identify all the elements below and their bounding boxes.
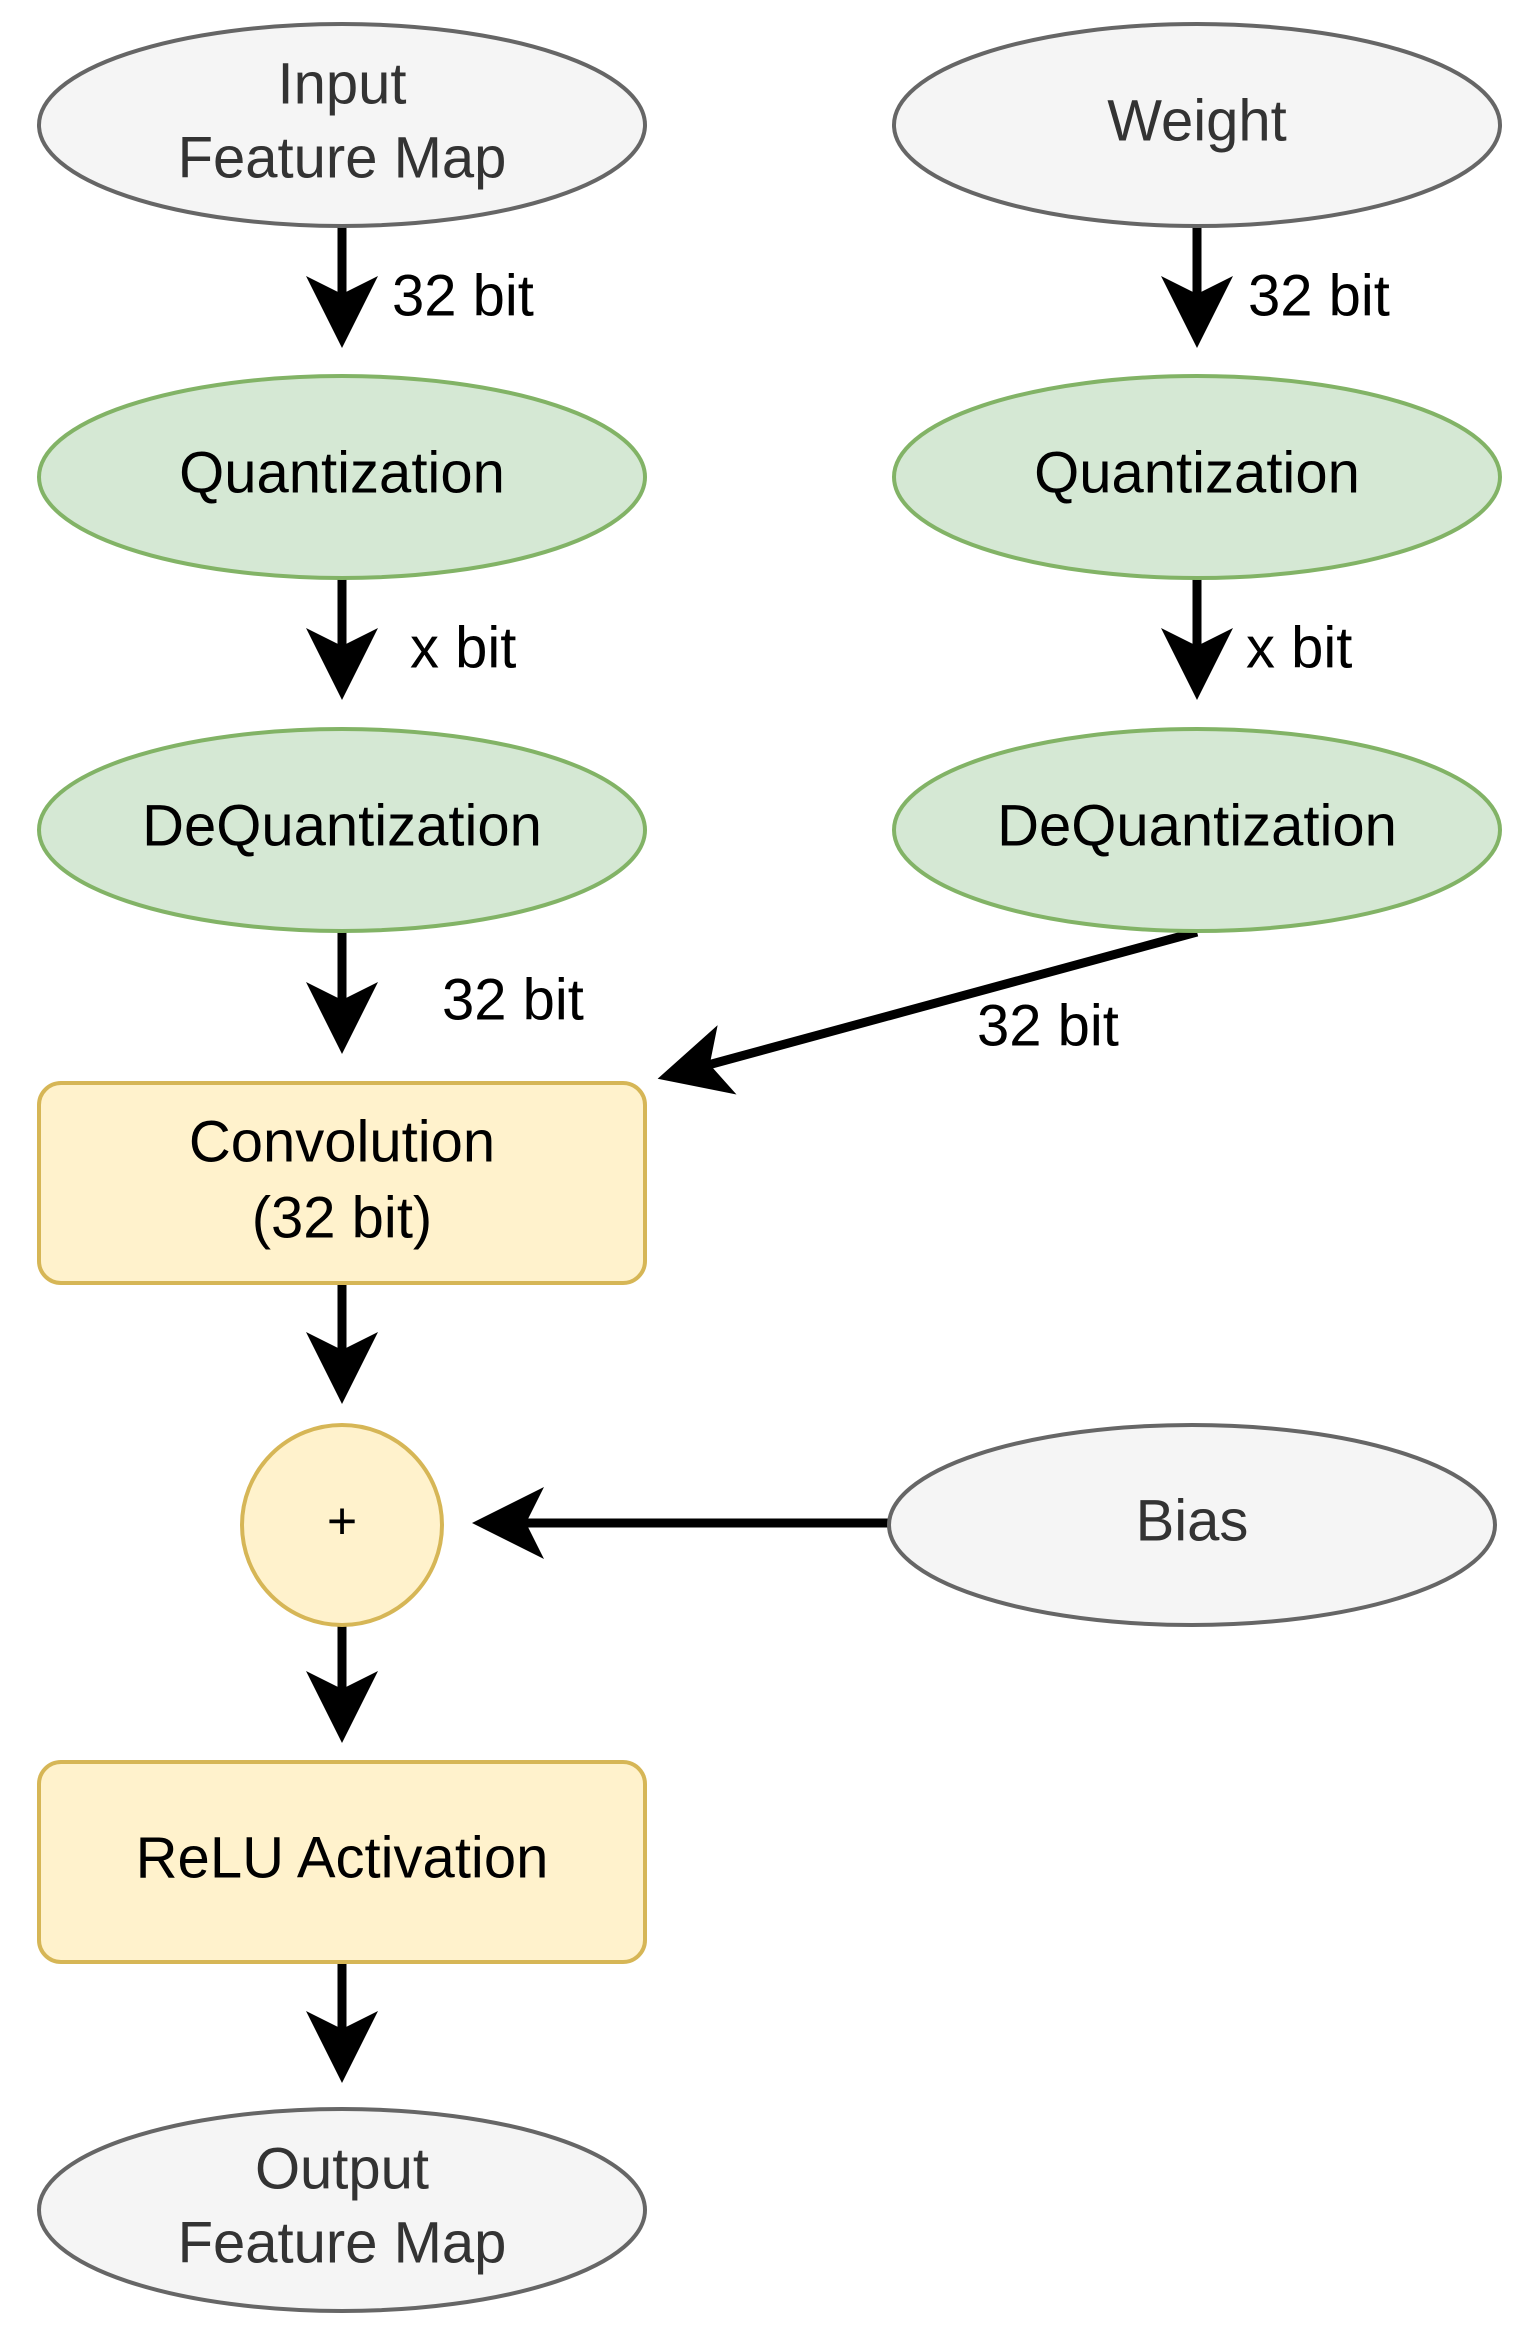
node-bias: Bias xyxy=(887,1423,1497,1627)
edge-label-input-bits: 32 bit xyxy=(392,263,534,328)
dequantization-right-label: DeQuantization xyxy=(997,793,1397,858)
node-convolution: Convolution (32 bit) xyxy=(37,1081,647,1285)
node-quantization-left: Quantization xyxy=(37,374,647,580)
add-operator-symbol: + xyxy=(327,1493,357,1551)
output-feature-map-line2: Feature Map xyxy=(178,2210,507,2275)
edge-label-dequantized-bits-left: 32 bit xyxy=(442,967,584,1032)
bias-label: Bias xyxy=(1136,1488,1249,1553)
weight-label: Weight xyxy=(1107,88,1286,153)
output-feature-map-line1: Output xyxy=(255,2136,429,2201)
edge-label-quantized-bits-left: x bit xyxy=(410,615,516,680)
node-dequantization-left: DeQuantization xyxy=(37,727,647,933)
node-input-feature-map: Input Feature Map xyxy=(37,22,647,228)
input-feature-map-line2: Feature Map xyxy=(178,125,507,190)
quantization-right-label: Quantization xyxy=(1034,440,1360,505)
node-quantization-right: Quantization xyxy=(892,374,1502,580)
edge-labels: 32 bit 32 bit x bit x bit 32 bit 32 bit xyxy=(392,263,1390,1058)
edge-dequantization-right-to-convolution xyxy=(657,927,1199,1095)
dequantization-left-label: DeQuantization xyxy=(142,793,542,858)
node-weight: Weight xyxy=(892,22,1502,228)
edge-label-dequantized-bits-right: 32 bit xyxy=(977,993,1119,1058)
edge-label-weight-bits: 32 bit xyxy=(1248,263,1390,328)
edge-label-quantized-bits-right: x bit xyxy=(1246,615,1352,680)
node-dequantization-right: DeQuantization xyxy=(892,727,1502,933)
quantization-left-label: Quantization xyxy=(179,440,505,505)
input-feature-map-line1: Input xyxy=(278,51,407,116)
relu-activation-label: ReLU Activation xyxy=(136,1825,549,1890)
node-add: + xyxy=(240,1423,444,1627)
node-output-feature-map: Output Feature Map xyxy=(37,2107,647,2313)
convolution-line2: (32 bit) xyxy=(252,1185,433,1250)
convolution-line1: Convolution xyxy=(189,1109,495,1174)
node-relu-activation: ReLU Activation xyxy=(37,1760,647,1964)
edges xyxy=(306,226,1233,2083)
